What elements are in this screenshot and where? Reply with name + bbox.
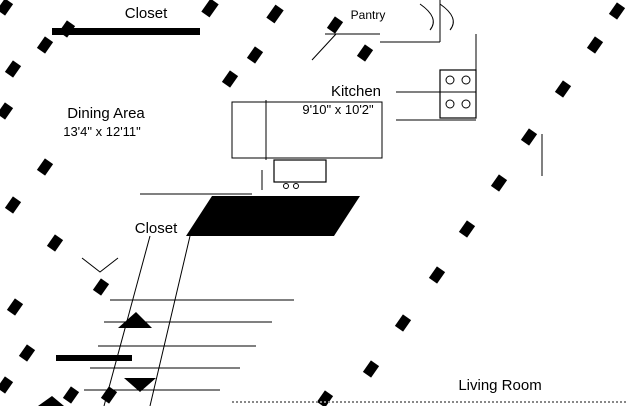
sink-icon <box>261 159 327 190</box>
stove-icon <box>439 69 477 119</box>
wall-segment <box>520 128 538 146</box>
wall-segment <box>36 158 54 176</box>
wall-segment <box>554 80 572 98</box>
wall-segment <box>246 46 264 64</box>
stair-up-arrow-icon <box>38 396 64 406</box>
closet-top-wall <box>52 28 200 35</box>
wall-segment <box>428 266 446 284</box>
kitchen-dimensions: 9'10" x 10'2" <box>302 102 374 117</box>
kitchen-island <box>231 101 383 159</box>
closet-mid-label: Closet <box>135 220 178 237</box>
door-swing-icon <box>419 3 434 31</box>
wall-segment <box>4 196 22 214</box>
pantry-door-line <box>311 33 337 61</box>
wall-segment <box>62 386 80 404</box>
wall-segment <box>18 344 36 362</box>
wall-segment <box>0 102 14 120</box>
wall-segment <box>586 36 604 54</box>
stairs <box>38 235 294 406</box>
wall-segment <box>0 0 14 16</box>
closet-mid-wall-block <box>186 196 360 236</box>
wall-segment <box>92 278 110 296</box>
stair-down-arrow-icon <box>124 378 156 392</box>
dining-dimensions: 13'4" x 12'11" <box>63 124 141 139</box>
wall-segment <box>36 36 54 54</box>
room-labels: Closet Pantry Kitchen 9'10" x 10'2" Dini… <box>63 5 541 394</box>
wall-segment <box>394 314 412 332</box>
fixtures <box>38 0 628 406</box>
door-swing-icon <box>81 257 119 273</box>
wall-segment <box>6 298 24 316</box>
kitchen-label: Kitchen <box>331 83 381 100</box>
wall-segment <box>362 360 380 378</box>
wall-segment <box>458 220 476 238</box>
wall-segment <box>316 390 334 406</box>
wall-segment <box>201 0 219 18</box>
stair-rail <box>149 235 191 406</box>
wall-segment <box>56 355 132 361</box>
living-room-label: Living Room <box>458 377 541 394</box>
wall-segment <box>490 174 508 192</box>
wall-segment <box>100 386 118 404</box>
dining-label: Dining Area <box>67 105 145 122</box>
door-swing-icon <box>439 3 454 31</box>
wall-segment <box>608 2 626 20</box>
wall-segment <box>46 234 64 252</box>
wall-segment <box>356 44 374 62</box>
wall-segment <box>266 4 284 24</box>
wall-segment <box>4 60 22 78</box>
closet-top-label: Closet <box>125 5 168 22</box>
wall-segment <box>326 16 344 34</box>
stair-up-arrow-icon <box>118 312 152 328</box>
wall-segment <box>0 376 14 394</box>
wall-segment <box>221 70 239 88</box>
pantry-label: Pantry <box>351 8 386 22</box>
